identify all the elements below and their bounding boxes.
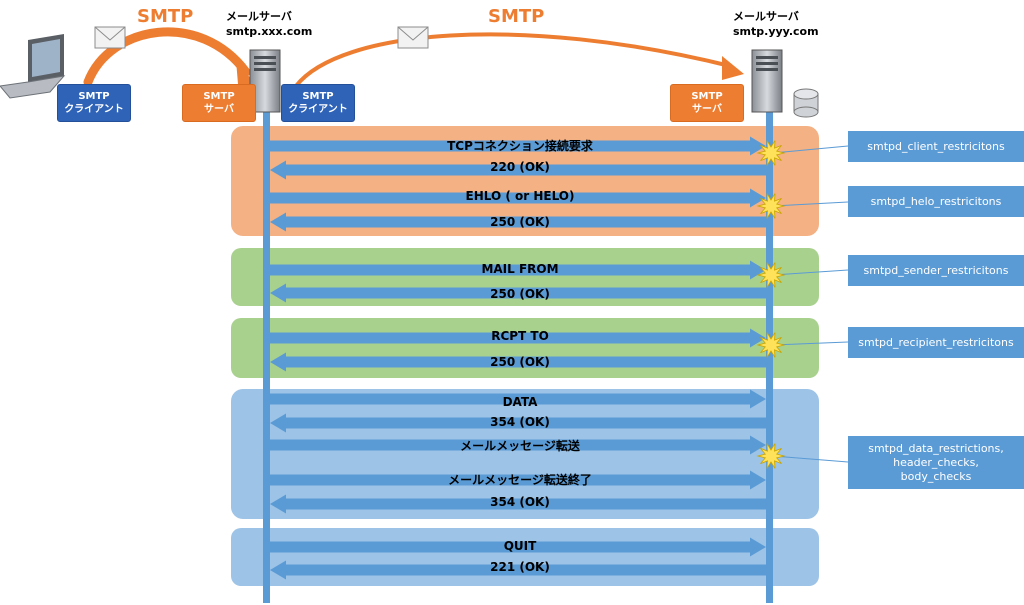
message-label: EHLO ( or HELO)	[465, 189, 575, 203]
phase-band-data	[231, 389, 819, 519]
message-label: QUIT	[503, 539, 537, 553]
arrow-left	[270, 160, 766, 180]
phase-band-rcpt-to	[231, 318, 819, 378]
message-label: 354 (OK)	[490, 415, 550, 429]
curved-arrow-right	[294, 32, 731, 88]
curved-arrow-left	[83, 27, 251, 87]
arrow-right	[270, 260, 766, 280]
arrow-right	[270, 328, 766, 348]
burst-icon	[756, 140, 786, 166]
restriction-box-client: smtpd_client_restricitons	[848, 131, 1024, 162]
filter-check-bursts	[756, 140, 786, 469]
server-left-host: smtp.xxx.com	[226, 25, 313, 38]
server-right-label: メールサーバ smtp.yyy.com	[733, 9, 819, 39]
laptop-icon	[0, 34, 66, 99]
arrow-left	[270, 560, 766, 580]
burst-icon	[756, 193, 786, 219]
smtp-client-box-relay: SMTP クライアント	[281, 84, 355, 122]
arrow-left	[270, 283, 766, 303]
protocol-label-left: SMTP	[137, 6, 194, 27]
server-right-host: smtp.yyy.com	[733, 25, 819, 38]
envelope-icon	[94, 26, 126, 49]
server-left-title: メールサーバ	[226, 10, 292, 23]
smtp-server-box-left: SMTP サーバ	[182, 84, 256, 122]
burst-icon	[756, 332, 786, 358]
arrow-left	[270, 494, 766, 514]
burst-icon	[756, 262, 786, 288]
arrow-right	[270, 435, 766, 455]
arrow-right	[270, 537, 766, 557]
envelope-icon	[397, 26, 429, 49]
message-label: メールメッセージ転送	[460, 439, 580, 453]
arrow-right	[270, 188, 766, 208]
arrow-right	[270, 470, 766, 490]
server-icon	[249, 49, 281, 113]
message-label: RCPT TO	[491, 329, 549, 343]
restriction-box-recipient: smtpd_recipient_restricitons	[848, 327, 1024, 358]
message-label: 250 (OK)	[490, 287, 550, 301]
message-label: 354 (OK)	[490, 495, 550, 509]
phase-band-quit	[231, 528, 819, 586]
arrow-left	[270, 352, 766, 372]
message-arrows	[270, 136, 766, 580]
message-label: 220 (OK)	[490, 160, 550, 174]
arrow-left	[270, 212, 766, 232]
message-label: TCPコネクション接続要求	[447, 139, 593, 153]
message-label: MAIL FROM	[481, 262, 559, 276]
restriction-box-sender: smtpd_sender_restricitons	[848, 255, 1024, 286]
message-label: 250 (OK)	[490, 215, 550, 229]
lifeline-left	[263, 110, 270, 603]
burst-icon	[756, 443, 786, 469]
smtp-client-box: SMTP クライアント	[57, 84, 131, 122]
arrow-right	[270, 389, 766, 409]
protocol-label-right: SMTP	[488, 6, 545, 27]
server-left-label: メールサーバ smtp.xxx.com	[226, 9, 312, 39]
restriction-box-helo: smtpd_helo_restricitons	[848, 186, 1024, 217]
message-label: 250 (OK)	[490, 355, 550, 369]
server-icon	[751, 49, 783, 113]
arrow-left	[270, 413, 766, 433]
message-label: DATA	[502, 395, 538, 409]
server-right-title: メールサーバ	[733, 10, 799, 23]
message-label: メールメッセージ転送終了	[448, 473, 592, 487]
arrow-right	[270, 136, 766, 156]
message-label: 221 (OK)	[490, 560, 550, 574]
database-icon	[793, 88, 819, 118]
lifeline-right	[766, 110, 773, 603]
restriction-box-data: smtpd_data_restrictions, header_checks, …	[848, 436, 1024, 489]
smtp-server-box-right: SMTP サーバ	[670, 84, 744, 122]
